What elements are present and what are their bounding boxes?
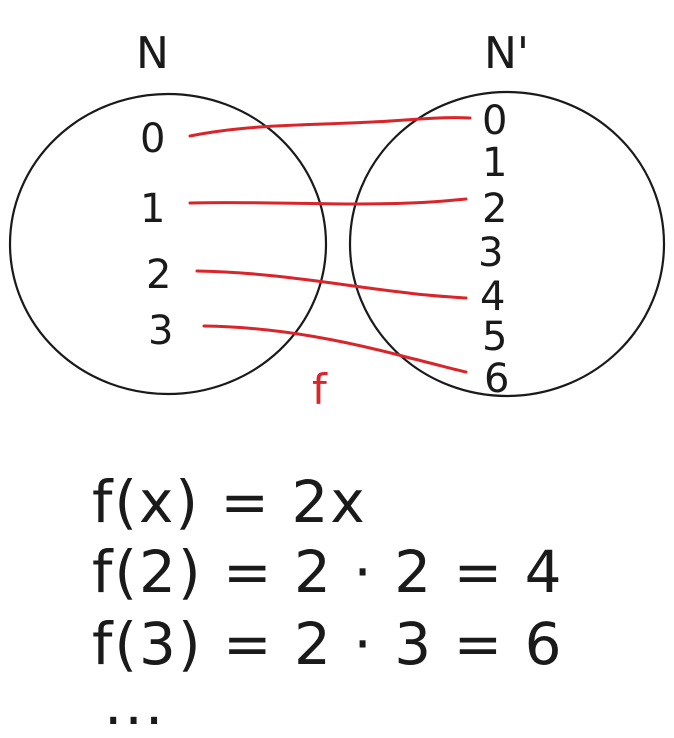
domain-element: 2 [146, 252, 171, 298]
codomain-element: 6 [484, 356, 509, 402]
ellipsis: ... [104, 670, 165, 738]
mapping-line-2-to-4 [195, 269, 468, 300]
codomain-element: 0 [482, 98, 507, 144]
codomain-element: 1 [482, 140, 507, 186]
codomain-set-label: N' [484, 28, 529, 79]
function-label: f [312, 365, 328, 414]
codomain-set-circle [348, 90, 666, 398]
mapping-line-3-to-6 [202, 324, 468, 374]
domain-set-label: N [136, 28, 169, 79]
domain-element: 1 [140, 186, 165, 232]
codomain-element: 5 [482, 314, 507, 360]
domain-element: 3 [148, 308, 173, 354]
equation-line: f(3) = 2 · 3 = 6 [92, 610, 564, 678]
mapping-line-1-to-2 [188, 197, 468, 206]
codomain-element: 4 [480, 274, 505, 320]
domain-element: 0 [140, 116, 165, 162]
domain-set-circle [8, 92, 328, 396]
mapping-line-0-to-0 [188, 116, 472, 138]
equation-line: f(x) = 2x [92, 468, 367, 536]
codomain-element: 2 [482, 186, 507, 232]
codomain-element: 3 [478, 230, 503, 276]
equation-line: f(2) = 2 · 2 = 4 [92, 538, 564, 606]
